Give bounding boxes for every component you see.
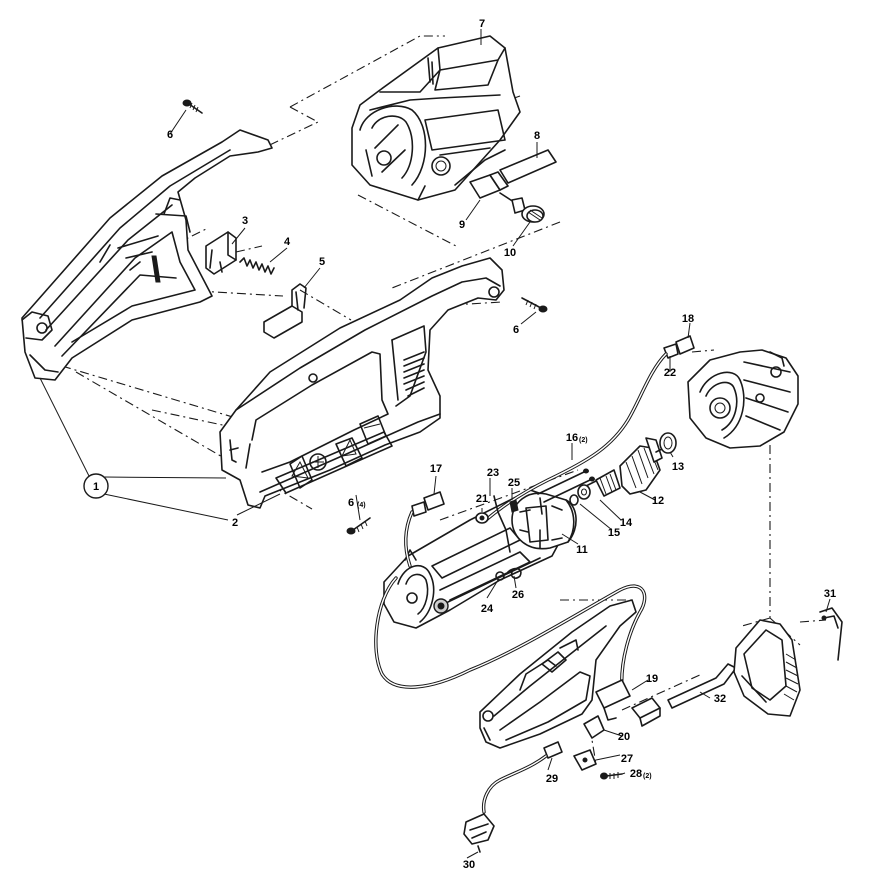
washer-part-14	[577, 484, 591, 500]
label-16: 16	[566, 432, 578, 444]
plug-part-30	[463, 813, 495, 853]
lock-off-button-part-5	[263, 283, 307, 339]
sprocket-cover	[733, 619, 801, 717]
label-6-bottom-qty: (4)	[357, 502, 366, 509]
label-1: 1	[93, 481, 99, 493]
lower-handle-half	[479, 599, 637, 749]
spring-clip-part-26	[507, 567, 522, 579]
label-17: 17	[430, 463, 442, 475]
power-cord-part-29	[481, 741, 563, 814]
left-housing-half-part-1	[21, 129, 273, 381]
label-29: 29	[546, 773, 558, 785]
wire-part-23	[493, 495, 511, 553]
label-18: 18	[682, 313, 694, 325]
label-12: 12	[652, 495, 664, 507]
part-number-labels: 1 2 3 4 5 6 6 6 (4) 7 8 9 10 11 12 13 14…	[83, 18, 836, 871]
label-6-bottom: 6	[348, 497, 354, 509]
label-20: 20	[618, 731, 630, 743]
screw-part-6-top	[182, 99, 203, 114]
connector-part-18	[663, 335, 695, 359]
gearbox-plate	[687, 349, 799, 449]
label-27: 27	[621, 753, 633, 765]
clip-part-21	[475, 512, 489, 524]
switch-part-19	[595, 679, 661, 727]
label-6-top: 6	[167, 129, 173, 141]
washer-part-15	[569, 494, 579, 506]
label-24: 24	[481, 603, 494, 615]
screw-part-6-right	[521, 297, 548, 313]
label-22: 22	[664, 367, 676, 379]
label-30: 30	[463, 859, 475, 871]
brush-cap-part-10	[521, 205, 545, 223]
screw-part-28	[600, 772, 623, 780]
label-4: 4	[284, 236, 291, 248]
motor-housing-part-7	[351, 35, 521, 201]
label-7: 7	[479, 18, 485, 30]
label-11: 11	[576, 544, 588, 556]
label-3: 3	[242, 215, 248, 227]
label-32: 32	[714, 693, 726, 705]
outer-handle-housing-part-2	[219, 257, 505, 509]
bracket-part-31	[819, 607, 843, 661]
label-28: 28	[630, 768, 642, 780]
label-8: 8	[534, 130, 540, 142]
cord-clamp-part-27	[573, 749, 597, 771]
label-19: 19	[646, 673, 658, 685]
brush-part-25	[509, 499, 519, 513]
armature-part-12	[581, 437, 669, 497]
bearing-part-13	[659, 432, 677, 454]
label-26: 26	[512, 589, 524, 601]
brush-holder-part-9	[469, 171, 526, 214]
trigger-part-20	[583, 715, 605, 739]
connector-part-17	[404, 491, 445, 568]
callout-circle-1	[83, 473, 109, 499]
internal-cord-loop	[374, 576, 647, 692]
leader-lines	[39, 29, 831, 859]
label-2: 2	[232, 517, 238, 529]
label-6-right: 6	[513, 324, 519, 336]
label-15: 15	[608, 527, 620, 539]
label-23: 23	[487, 467, 499, 479]
switch-button-part-3	[205, 231, 237, 275]
label-13: 13	[672, 461, 684, 473]
label-plate-part-8	[499, 149, 557, 184]
spring-part-4	[239, 257, 275, 275]
label-14: 14	[620, 517, 633, 529]
stator-part-11	[511, 492, 577, 550]
label-21: 21	[476, 493, 488, 505]
spring-part-24	[495, 571, 505, 581]
label-28-qty: (2)	[643, 773, 652, 780]
screw-part-6-bottom	[346, 517, 371, 535]
screws-part-16	[537, 468, 595, 503]
label-16-qty: (2)	[579, 437, 588, 444]
label-9: 9	[459, 219, 465, 231]
lead-wire-part-22	[484, 352, 668, 522]
label-10: 10	[504, 247, 516, 259]
label-5: 5	[319, 256, 325, 268]
label-31: 31	[824, 588, 836, 600]
label-25: 25	[508, 477, 520, 489]
